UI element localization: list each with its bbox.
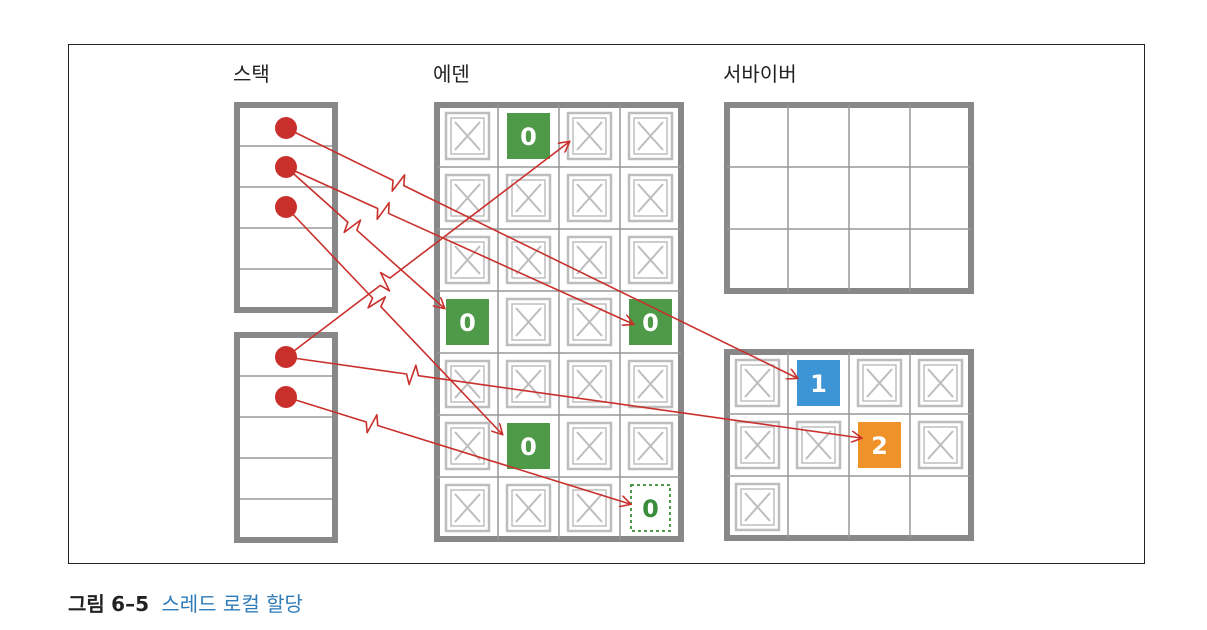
caption-title: 스레드 로컬 할당	[161, 592, 303, 616]
free-slot-icon	[795, 420, 842, 470]
object-age-1: 1	[797, 360, 840, 406]
reference-arrow	[285, 166, 633, 324]
free-slot-icon	[444, 483, 491, 533]
free-slot-icon	[444, 235, 491, 285]
free-slot-icon	[566, 297, 613, 347]
object-age-0: 0	[507, 113, 550, 159]
reference-arrow	[285, 356, 861, 438]
svg-text:0: 0	[459, 309, 476, 337]
free-slot-icon	[627, 173, 674, 223]
object-age-2: 2	[858, 422, 901, 468]
free-slot-icon	[856, 358, 903, 408]
object-age-0-pending: 0	[630, 484, 671, 532]
figure-caption: 그림 6–5 스레드 로컬 할당	[68, 588, 303, 617]
survivor-space-empty	[724, 102, 974, 294]
svg-text:0: 0	[520, 433, 537, 461]
survivor-label: 서바이버	[723, 62, 797, 86]
reference-arrow	[285, 396, 630, 504]
svg-text:2: 2	[871, 432, 888, 460]
free-slot-icon	[505, 359, 552, 409]
free-slot-icon	[917, 358, 964, 408]
free-slot-icon	[734, 420, 781, 470]
free-slot-icon	[566, 111, 613, 161]
free-slot-icon	[444, 111, 491, 161]
free-slot-icon	[505, 173, 552, 223]
stack-label: 스택	[233, 62, 270, 86]
free-slot-icon	[444, 359, 491, 409]
thread-stack-1	[234, 102, 338, 313]
svg-text:1: 1	[810, 370, 827, 398]
stack-frame	[234, 332, 338, 543]
reference-arrow	[285, 206, 502, 434]
caption-label: 그림	[68, 592, 105, 616]
eden-label: 에덴	[433, 62, 470, 86]
free-slot-icon	[627, 359, 674, 409]
free-slot-icon	[444, 173, 491, 223]
free-slot-icon	[566, 173, 613, 223]
free-slot-icon	[627, 421, 674, 471]
stack-frame	[234, 102, 338, 313]
free-slot-icon	[505, 297, 552, 347]
free-slot-icon	[566, 483, 613, 533]
caption-number: 6–5	[111, 592, 150, 616]
free-slot-icon	[627, 111, 674, 161]
reference-arrows	[285, 127, 861, 504]
thread-stack-2	[234, 332, 338, 543]
free-slot-icon	[627, 235, 674, 285]
free-slot-icon	[566, 421, 613, 471]
svg-text:0: 0	[642, 495, 659, 523]
free-slot-icon	[734, 358, 781, 408]
free-slot-icon	[566, 359, 613, 409]
object-age-0: 0	[446, 299, 489, 345]
reference-arrow	[285, 166, 444, 308]
reference-arrow	[285, 142, 569, 358]
svg-text:0: 0	[520, 123, 537, 151]
free-slot-icon	[505, 483, 552, 533]
svg-text:0: 0	[642, 309, 659, 337]
free-slot-icon	[917, 420, 964, 470]
free-slot-icon	[566, 235, 613, 285]
survivor-space-used: 12	[724, 349, 974, 541]
free-slot-icon	[734, 482, 781, 532]
eden-space: 0 0 0 0 0	[434, 102, 684, 542]
object-age-0: 0	[507, 423, 550, 469]
